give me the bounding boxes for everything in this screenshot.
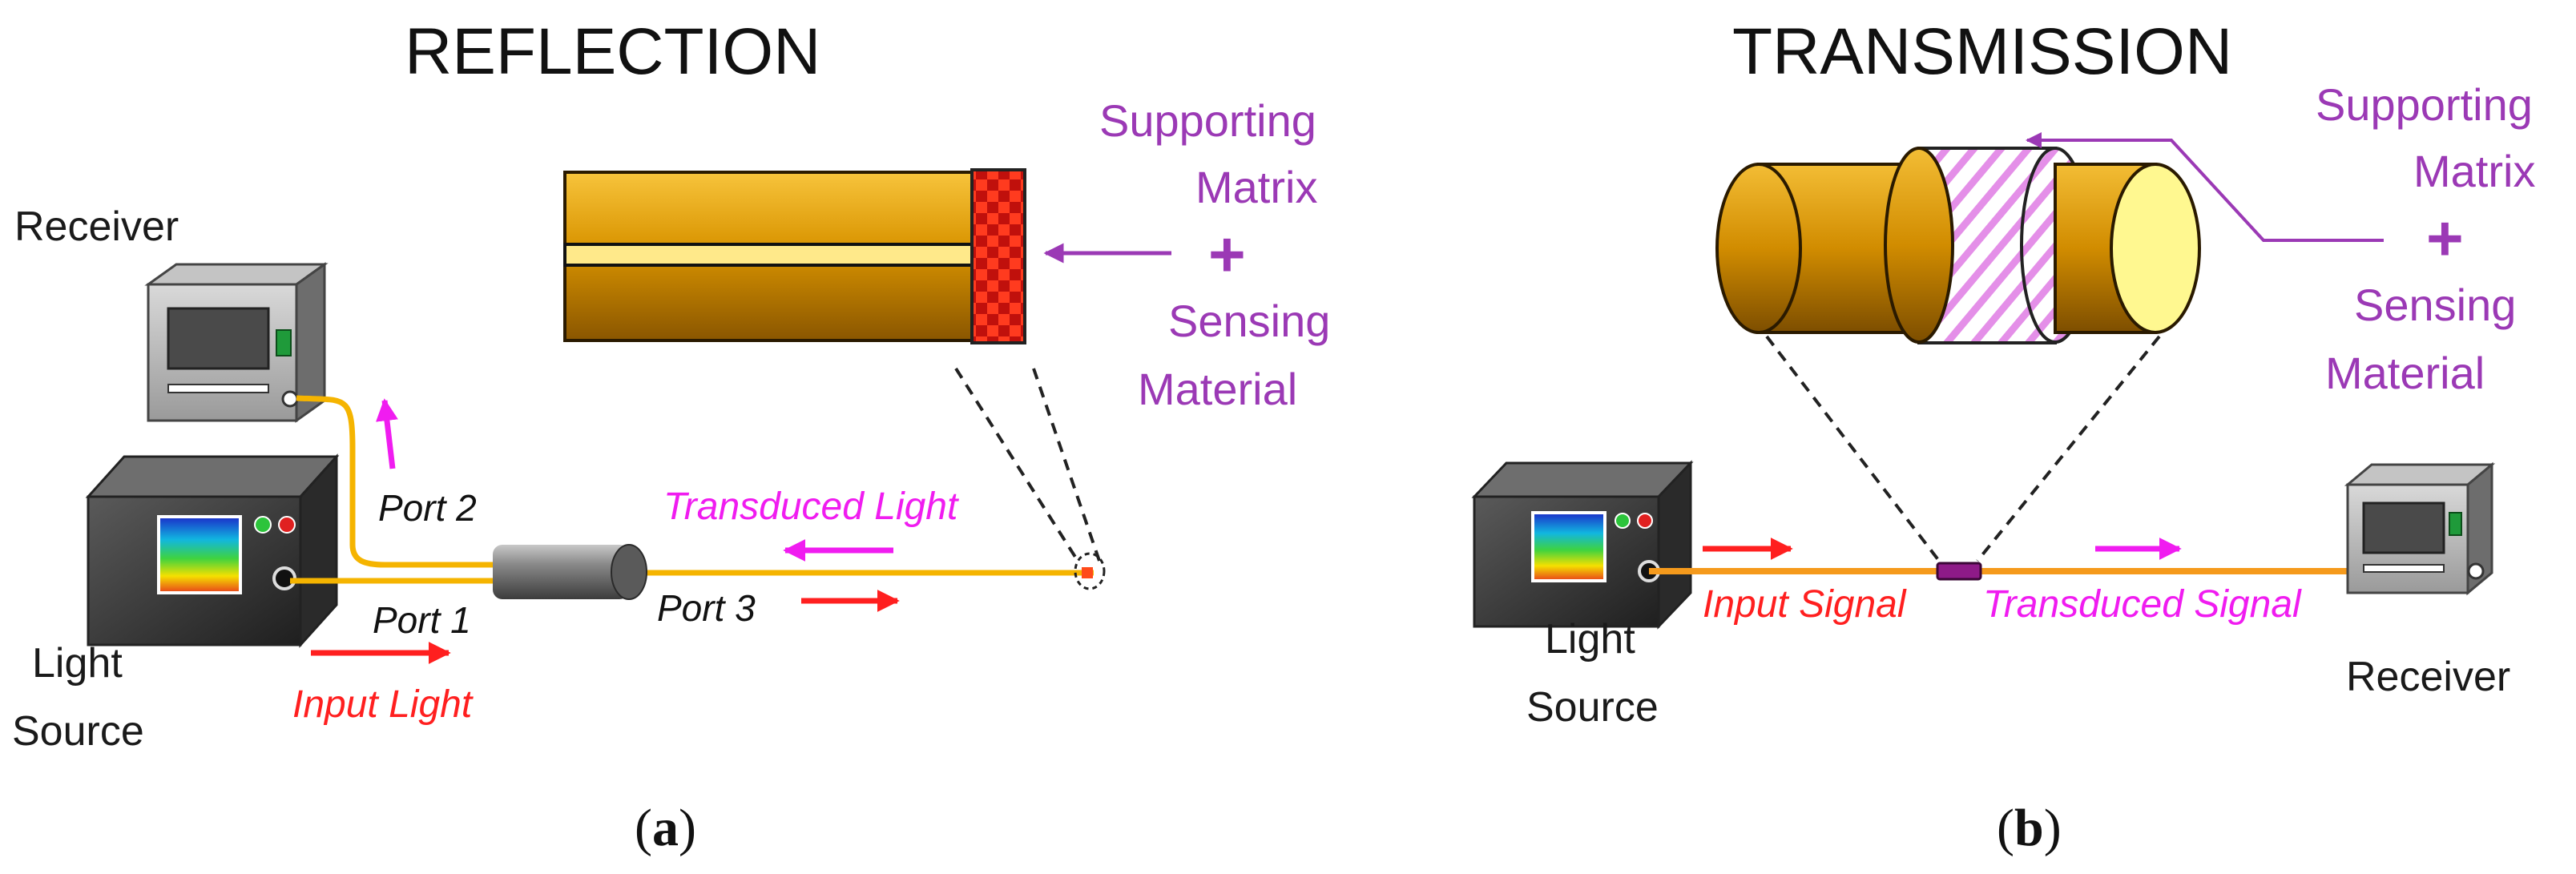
sensing-label-line1: Sensing [1168,296,1330,346]
zoomed-fiber-reflection [563,168,1026,344]
matrix-label-line2: Matrix [1195,162,1317,212]
caption-b: (b) [1997,799,2062,857]
light-source-device-icon [85,453,340,648]
sensing-label-line2: Material [1138,364,1297,414]
input-light-label: Input Light [292,683,474,726]
transduced-signal-label: Transduced Signal [1983,583,2302,626]
port2-label: Port 2 [378,487,477,529]
caption-a: (a) [635,799,696,857]
zoomed-fiber-transmission [1715,147,2201,344]
receiver-device-icon-b [2344,461,2496,596]
port1-label: Port 1 [373,599,471,641]
light-source-device-icon-b [1471,460,1694,630]
sensing-region-marker [1936,562,1982,581]
receiver-device-icon [144,262,329,423]
sensing-label-line2-b: Material [2325,348,2485,398]
port2-up-arrow [376,398,398,469]
light-source-label-line1: Light [32,640,123,687]
panel-reflection: REFLECTION Receiver Light Source [12,15,1330,857]
transmission-title: TRANSMISSION [1732,15,2232,88]
zoom-dashed-line-left [954,367,1079,562]
matrix-label-line2-b: Matrix [2413,146,2535,196]
light-source-label-line2: Source [12,708,144,755]
zoom-dashed-line-left-b [1765,335,1941,562]
coupler-icon [493,544,647,600]
matrix-label-line1-b: Supporting [2316,79,2533,130]
fiber-port2 [296,395,501,568]
zoom-dashed-line-right-b [1976,335,2161,562]
fiber-tip-sensor [1082,567,1093,578]
reflection-title: REFLECTION [405,15,820,88]
sensing-tip-checker [970,168,1026,344]
light-source-label-line1-b: Light [1545,616,1635,663]
fiber-tip-zoom-circle [1074,552,1106,590]
panel-transmission: TRANSMISSION Light Source [1471,15,2535,857]
receiver-label-b: Receiver [2346,654,2510,700]
sensing-label-line1-b: Sensing [2354,280,2516,330]
light-source-label-line2-b: Source [1526,684,1659,731]
matrix-label-line1: Supporting [1099,95,1316,146]
receiver-label: Receiver [14,203,179,250]
input-signal-label: Input Signal [1703,583,1907,626]
plus-sign: + [1208,219,1246,290]
plus-sign-b: + [2426,203,2464,274]
zoom-dashed-line-right [1032,368,1101,562]
matrix-pointer-arrow-b [2026,132,2384,242]
transduced-light-label: Transduced Light [663,485,959,528]
port3-label: Port 3 [657,587,756,629]
